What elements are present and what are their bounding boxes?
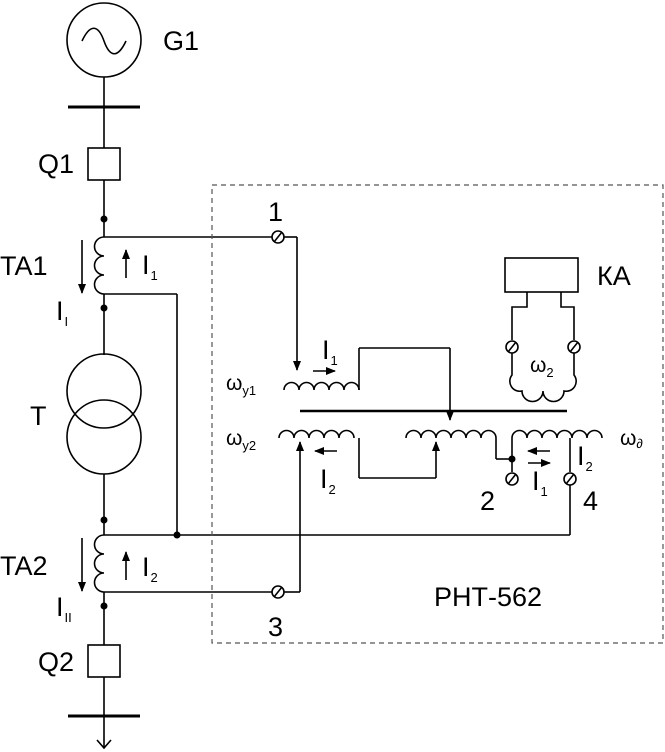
label-current-i1-secondary: I1 <box>142 250 158 283</box>
winding-wy2 <box>278 429 355 439</box>
junction-dot <box>100 602 108 610</box>
arrow-down-outgoing <box>96 739 112 750</box>
label-current-ii-primary: III <box>56 592 72 625</box>
winding-w2 <box>509 353 577 403</box>
junction-dot <box>173 531 181 539</box>
current-transformer-ta1 <box>93 236 105 295</box>
winding-wy1 <box>283 381 360 391</box>
junction-dot <box>100 516 108 524</box>
label-current-i-primary: II <box>56 296 68 329</box>
label-g1: G1 <box>163 26 199 56</box>
label-winding-w2: ω2 <box>530 354 554 380</box>
terminal-ka-left <box>505 340 519 354</box>
label-winding-wy2: ωy2 <box>226 427 256 453</box>
relay-ka <box>504 257 579 293</box>
relay-boundary <box>211 184 664 644</box>
label-winding-wy1: ωy1 <box>226 372 256 398</box>
wire-ka-left <box>511 292 528 340</box>
label-terminal-4: 4 <box>583 486 598 516</box>
label-terminal-3: 3 <box>268 612 283 642</box>
label-current-i2-wd: I2 <box>577 441 593 474</box>
label-current-i2-wy2: I2 <box>320 464 336 497</box>
breaker-q2 <box>87 644 121 678</box>
label-relay-name: РНТ-562 <box>434 582 542 612</box>
terminal-3 <box>271 585 285 599</box>
label-ta2: TA2 <box>0 551 48 581</box>
label-terminal-1: 1 <box>268 197 283 227</box>
label-current-i1-wd: I1 <box>532 466 548 499</box>
wire-ka-right <box>560 292 575 340</box>
terminal-4 <box>563 472 577 486</box>
label-q2: Q2 <box>38 647 74 677</box>
winding-working-left <box>405 429 497 439</box>
terminal-2 <box>505 472 519 486</box>
label-ta1: TA1 <box>0 251 48 281</box>
label-current-i2-secondary: I2 <box>142 552 158 585</box>
label-t: T <box>30 401 47 431</box>
winding-wd <box>511 429 603 439</box>
terminal-ka-right <box>567 340 581 354</box>
junction-dot <box>100 215 108 223</box>
generator-g1 <box>66 2 142 78</box>
label-terminal-2: 2 <box>480 486 495 516</box>
terminal-1 <box>271 230 285 244</box>
label-q1: Q1 <box>38 149 74 179</box>
current-transformer-ta2 <box>93 534 105 593</box>
label-ka: КА <box>597 261 631 291</box>
label-winding-wd: ω∂ <box>620 427 643 451</box>
label-current-i1-wy1: I1 <box>322 335 338 368</box>
breaker-q1 <box>87 147 121 181</box>
power-transformer-t <box>66 353 142 475</box>
junction-dot <box>100 304 108 312</box>
